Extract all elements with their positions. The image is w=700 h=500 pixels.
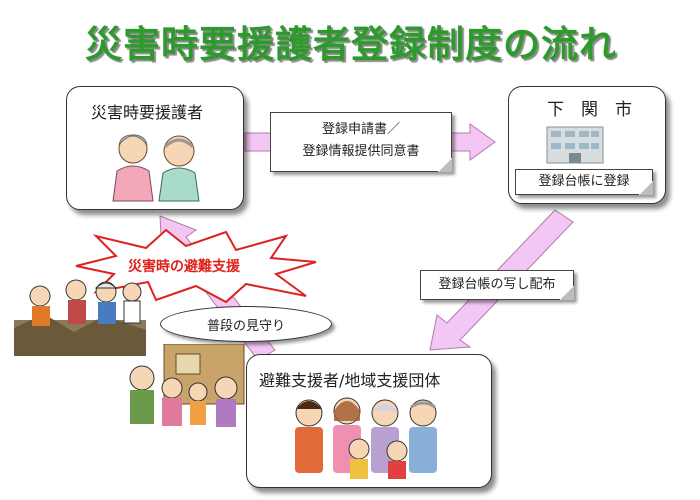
neighborhood-watch-illustration	[129, 344, 245, 427]
city-hall-icon	[546, 126, 604, 164]
note-fold-corner	[560, 286, 574, 300]
application-line1: 登録申請書／	[321, 122, 400, 137]
city-ledger-note: 登録台帳に登録	[515, 169, 653, 195]
city-label: 下 関 市	[547, 100, 632, 120]
distribution-label: 登録台帳の写し配布	[438, 277, 556, 292]
requester-box: 災害時要援護者	[66, 86, 244, 210]
supporter-group-illustration	[295, 397, 437, 479]
city-ledger-label: 登録台帳に登録	[538, 174, 630, 189]
distribution-note: 登録台帳の写し配布	[420, 270, 574, 300]
page-title: 災害時要援護者登録制度の流れ	[85, 23, 617, 66]
elderly-couple-illustration	[112, 134, 200, 202]
rescue-scene-illustration	[14, 279, 146, 356]
supporter-label: 避難支援者/地域支援団体	[259, 371, 441, 390]
daily-watch-label: 普段の見守り	[206, 318, 285, 334]
note-fold-corner	[438, 158, 452, 172]
supporter-box: 避難支援者/地域支援団体	[246, 354, 492, 488]
application-line2: 登録情報提供同意書	[302, 144, 420, 159]
note-fold-corner	[639, 181, 653, 195]
disaster-support-label: 災害時の避難支援	[128, 259, 240, 275]
daily-watch-oval: 普段の見守り	[160, 306, 332, 342]
application-note: 登録申請書／ 登録情報提供同意書	[270, 112, 452, 172]
requester-label: 災害時要援護者	[91, 103, 204, 122]
city-box: 下 関 市 登録台帳に登録	[508, 86, 666, 204]
